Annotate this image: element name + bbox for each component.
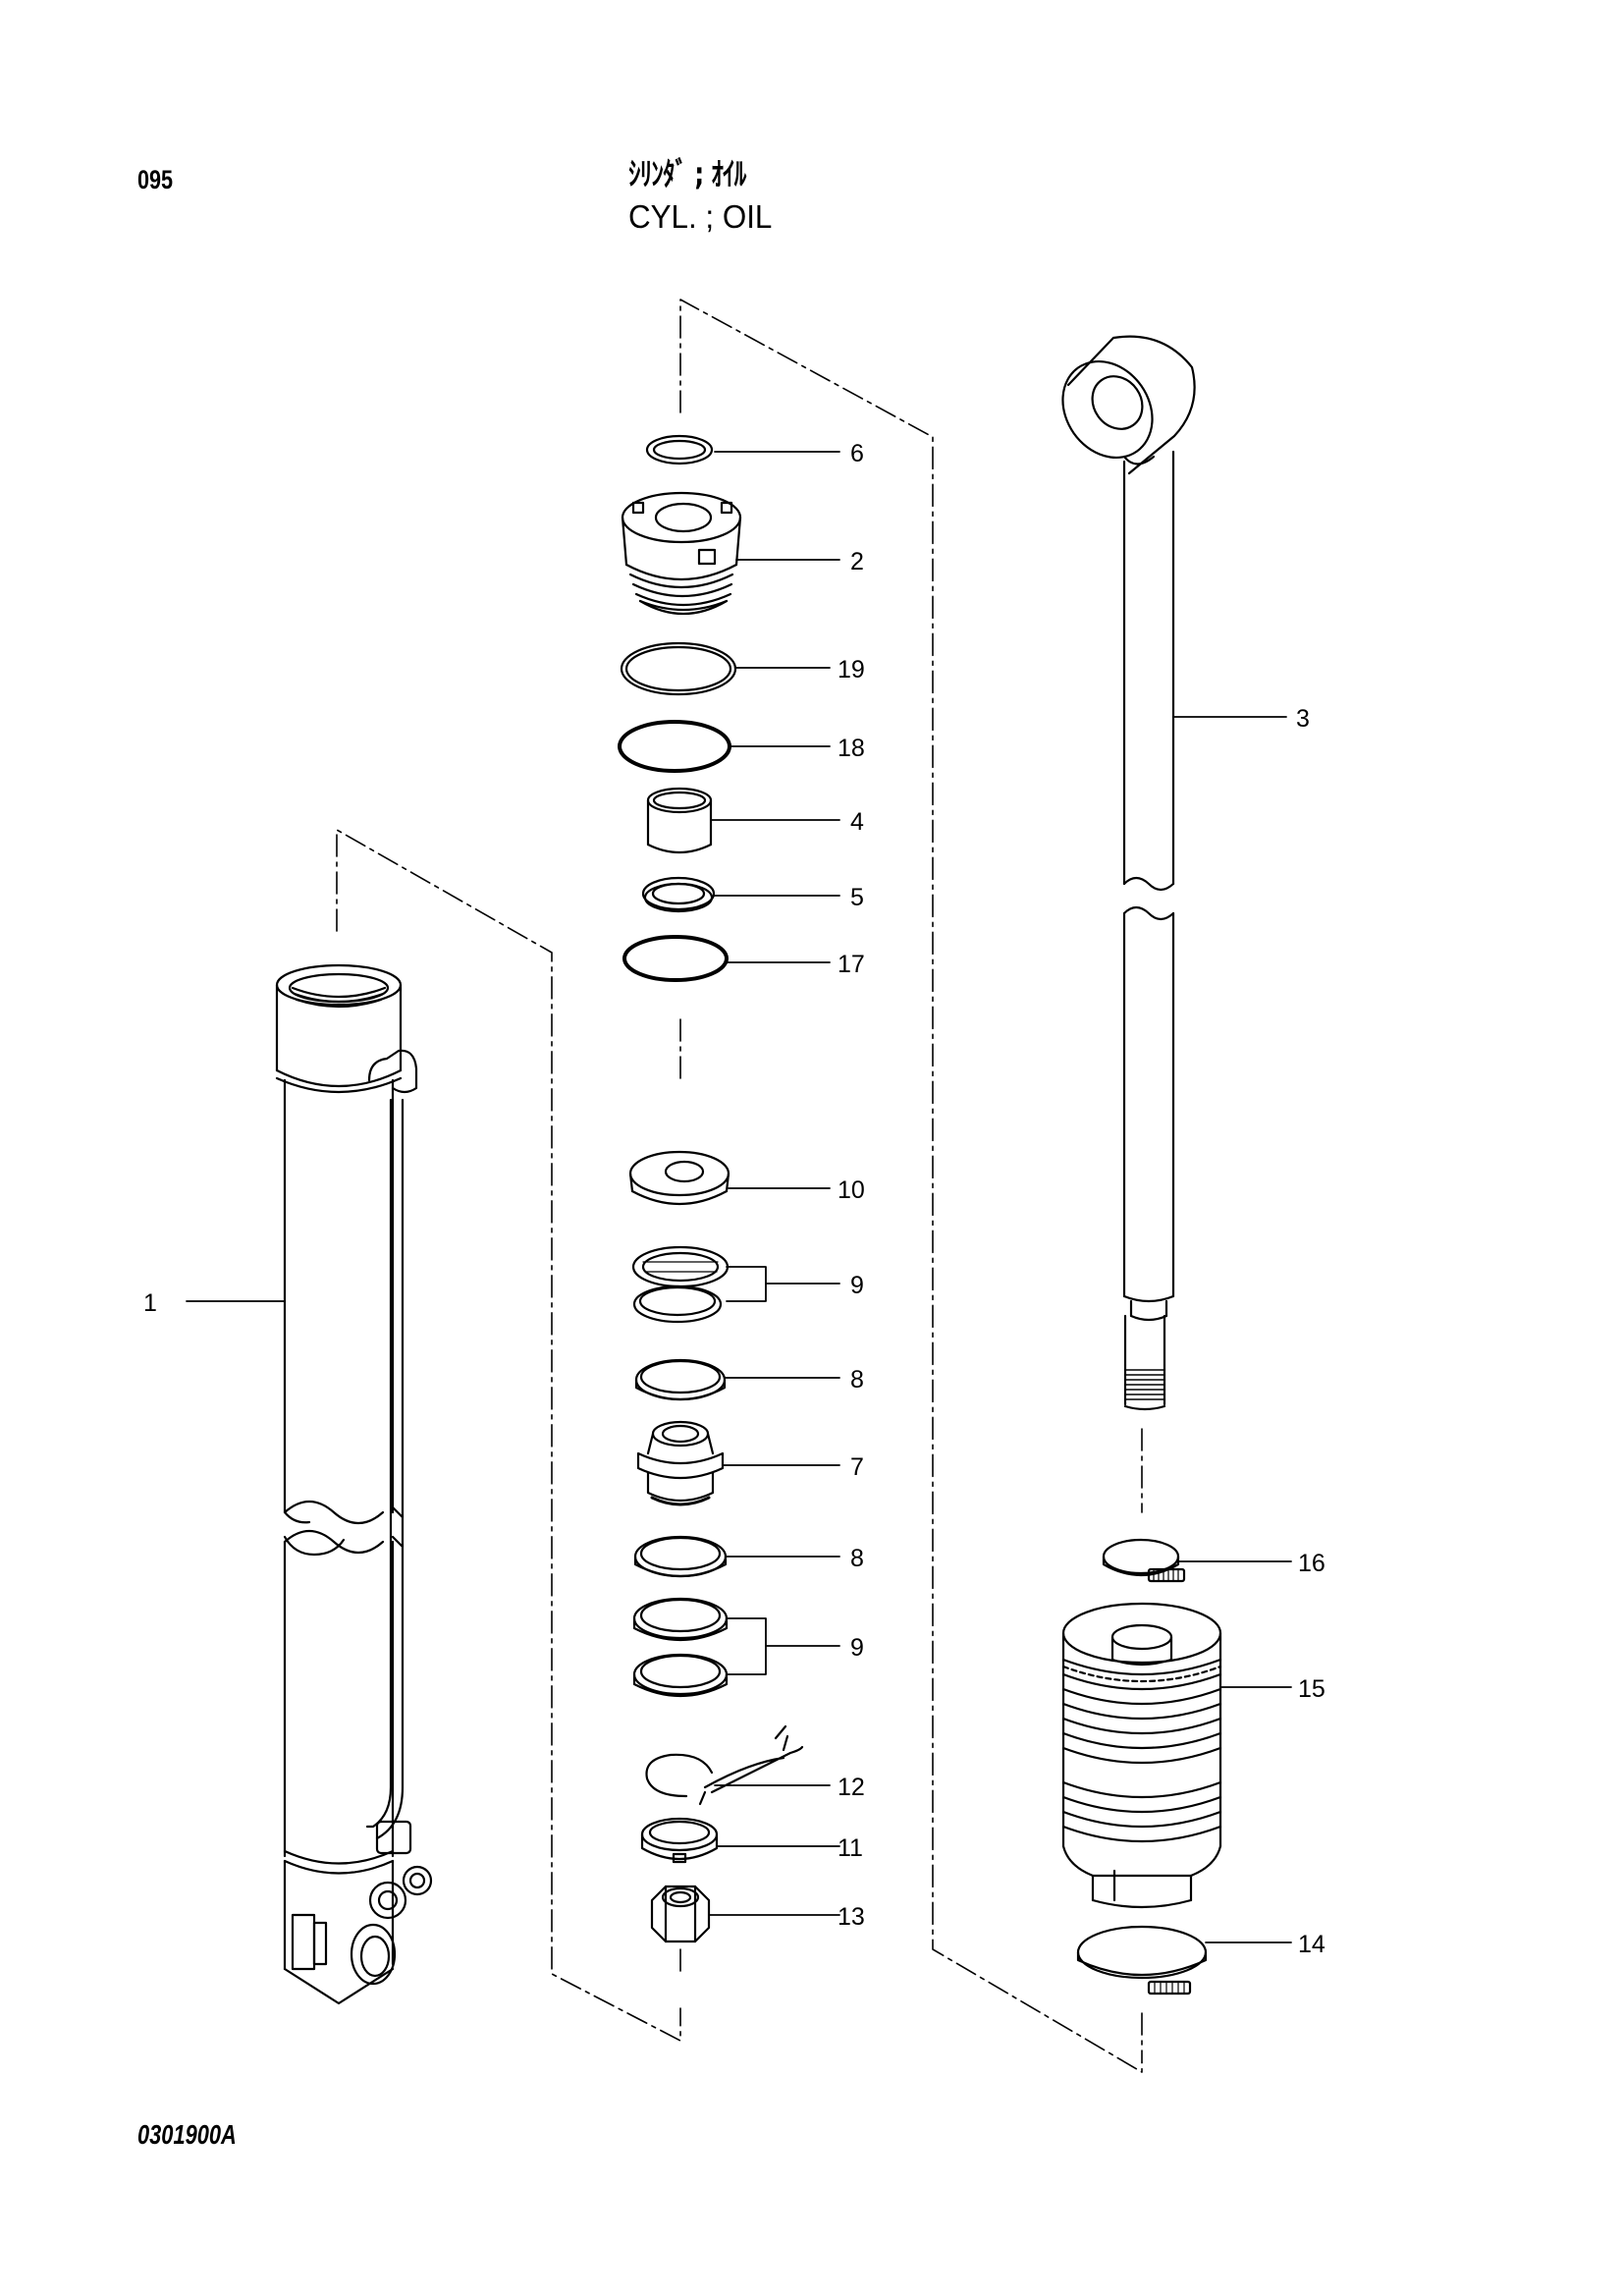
callout-1: 1 [143,1289,157,1317]
part-15-backup-ring [618,720,731,773]
title-japanese: ｼﾘﾝﾀﾞ ; ｵｲﾙ [628,155,746,192]
title-english: CYL. ; OIL [628,198,773,235]
part-12-snap-ring [645,1724,804,1806]
callout-14: 17 [838,951,865,978]
callout-13: 13 [838,1903,865,1931]
callout-labels: 6 2 19 18 4 5 17 10 9 8 7 8 9 12 11 13 1… [143,440,1325,1958]
callout-9-top: 9 [850,1272,864,1299]
part-18-hose-clamp [1102,1538,1186,1583]
part-5-seal [641,876,716,913]
part-8-ring-top [634,1358,727,1401]
callout-12: 12 [838,1774,865,1801]
callout-11: 11 [838,1834,863,1862]
part-13-nut [650,1885,711,1943]
part-11-collar [640,1817,719,1864]
part-7-piston [636,1420,725,1506]
callout-10: 10 [838,1176,865,1204]
part-19-hose-clamp [1076,1925,1208,1995]
callout-18: 16 [1298,1550,1325,1577]
part-10-piston-plate [628,1150,730,1205]
part-3-cylinder-head [621,491,742,616]
part-6-ring [645,434,714,465]
callout-8-bottom: 8 [850,1545,864,1572]
callout-5: 5 [850,884,864,911]
page-number: 095 [137,165,174,194]
callout-6: 6 [850,440,864,467]
callout-16: 19 [838,656,865,683]
assembly-frame-lines [336,299,1143,2073]
part-14-o-ring [622,935,729,982]
callout-7: 7 [850,1453,864,1481]
callout-15: 18 [838,735,865,762]
part-4-bushing [646,787,713,854]
leader-lines [186,451,1292,1943]
drawing-code: 0301900A [137,2119,237,2150]
part-1-cylinder-tube [275,963,433,2005]
part-9-seal-top [631,1245,730,1324]
callout-4: 4 [850,808,864,836]
callout-9-bottom: 9 [850,1634,864,1662]
part-2-piston-rod [1061,335,1196,1411]
callout-8-top: 8 [850,1366,864,1394]
part-9-seal-bottom [632,1597,729,1698]
part-16-o-ring [620,641,737,696]
callout-2: 3 [1296,705,1310,733]
callout-3: 2 [850,548,864,575]
callout-19: 14 [1298,1931,1325,1958]
part-17-dust-boot [1061,1602,1222,1909]
callout-17: 15 [1298,1675,1325,1703]
part-8-ring-bottom [633,1535,728,1578]
